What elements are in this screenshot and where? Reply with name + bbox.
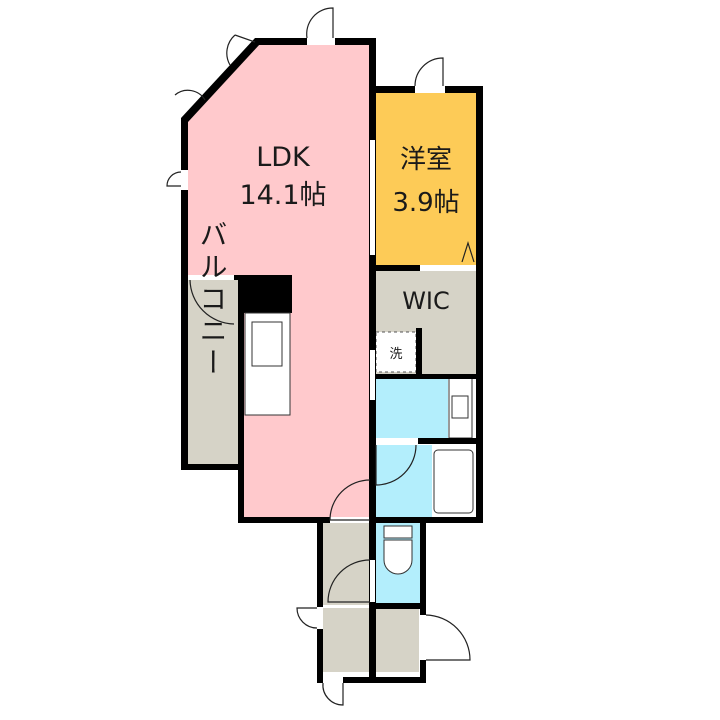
door-arc-icon [322,682,344,706]
balcony-label: バルコニー [196,220,229,380]
door-arc-icon [329,479,371,521]
bathtub [433,449,474,514]
door-arc-icon [296,607,318,629]
door-arc-icon [226,34,256,66]
door-arc-icon [327,559,371,603]
balcony [187,280,242,466]
door-arc-icon [425,614,471,661]
door-arc-icon [375,444,417,486]
toilet-bowl [383,539,413,575]
door-swings [166,7,475,706]
bathroom [376,445,432,517]
entrance-hall [323,523,373,605]
washroom [376,378,448,438]
ldk-name: LDK [256,142,311,173]
basin [451,395,469,419]
wic-label: WIC [402,287,450,315]
toilet-tank [383,525,413,539]
washing-machine-space [375,331,417,373]
door-arc-icon [306,7,334,39]
door-arc-icon [189,279,235,325]
door-arc-icon [414,57,444,87]
kitchen-sink [251,321,283,367]
closet-marker-icon [461,241,475,263]
door-arc-icon [166,171,182,187]
door-arc-icon [174,89,206,101]
western-room-size: 3.9帖 [392,188,459,218]
western-room-name: 洋室 [400,145,452,175]
ldk-size: 14.1帖 [239,180,326,211]
laundry-label: 洗 [389,347,402,362]
western-room [376,92,478,265]
kitchen-block [242,275,292,313]
